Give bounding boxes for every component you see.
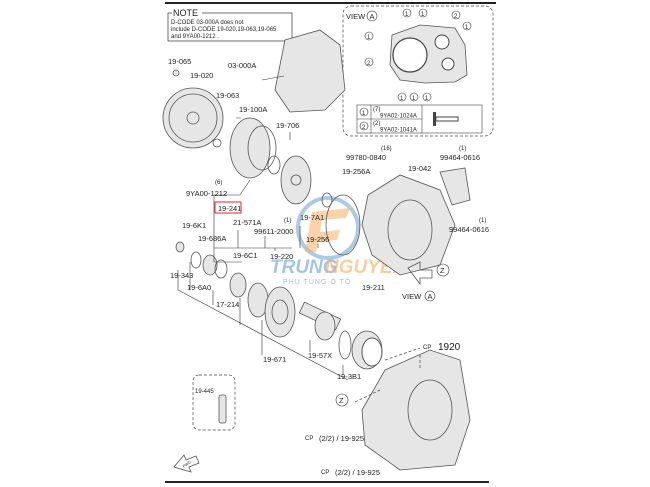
table-part: 9YA02-1024A (380, 114, 417, 120)
label-9ya00-1212: 9YA00-1212 (186, 189, 227, 198)
sealant-tube-drawing (218, 394, 227, 424)
callout: 2 (367, 61, 371, 67)
label-21-571a: 21-571A (233, 218, 261, 227)
ring-gear-drawing (264, 286, 296, 338)
label-9ya00-qty: (6) (215, 180, 222, 186)
watermark-ring (296, 196, 360, 260)
o-ring-drawing (325, 194, 361, 256)
parts-drawings (162, 29, 471, 473)
label-17-214: 17-214 (216, 300, 239, 309)
z-marker-2: Z (339, 396, 344, 405)
transaxle-case-drawing (361, 349, 471, 471)
view-a-letter: A (428, 292, 433, 301)
part-labels: 19-065 19-020 03-000A 19-063 19-100A 19-… (168, 57, 489, 477)
z-marker-1: Z (440, 266, 445, 275)
label-19-063: 19-063 (216, 91, 239, 100)
note-box: NOTE D-CODE 03-000A does not include D-C… (167, 8, 293, 42)
label-99464-0616-b: 99464-0616 (449, 225, 489, 234)
callout: 1 (405, 12, 409, 18)
view-a-label: VIEW (346, 12, 366, 21)
label-99464a-qty: (1) (459, 146, 466, 152)
label-19-6c1: 19-6C1 (233, 251, 258, 260)
view-a-bolt-table: 1 (7) 9YA02-1024A 2 (2) 9YA02-1041A (356, 104, 483, 134)
transaxle-assembly-drawing (274, 29, 346, 113)
label-19-042: 19-042 (408, 164, 431, 173)
label-19-211: 19-211 (362, 283, 385, 292)
cp-icon: CP (305, 436, 313, 442)
note-line-2: include D-CODE 19-020,19-063,19-065 (171, 27, 277, 33)
fwd-label: FWD (182, 459, 192, 468)
label-view-a: VIEW (402, 292, 422, 301)
label-19-256: 19-256 (306, 235, 329, 244)
label-19-7a1: 19-7A1 (300, 213, 324, 222)
table-qty: (7) (373, 107, 380, 113)
table-qty: (2) (373, 121, 380, 127)
table-num: 1 (362, 111, 366, 117)
flywheel-drawing (162, 87, 224, 149)
label-19-3b1: 19-3B1 (337, 372, 361, 381)
highlight-box (214, 201, 242, 214)
view-a-letter: A (370, 12, 375, 21)
label-19-686a: 19-686A (198, 234, 226, 243)
label-19-445: 19-445 (195, 389, 214, 395)
bracket-19-042-drawing (439, 167, 471, 206)
label-99611-2000: 99611-2000 (254, 227, 293, 236)
view-arrow (407, 261, 433, 286)
callout: 1 (367, 35, 371, 41)
sun-gear-drawing (229, 272, 247, 298)
callout: 1 (425, 96, 429, 102)
label-19-065: 19-065 (168, 57, 191, 66)
label-99611-qty: (1) (284, 218, 291, 224)
label-19-6k1: 19-6K1 (182, 221, 206, 230)
table-part: 9YA02-1041A (380, 128, 417, 134)
label-cp-1920[interactable]: 1920 (438, 342, 461, 353)
callout: 1 (412, 96, 416, 102)
label-19-020: 19-020 (190, 71, 213, 80)
label-19-706: 19-706 (276, 121, 299, 130)
label-cp-19-925-a[interactable]: (2/2) / 19-925 (319, 434, 364, 443)
note-line-1: D-CODE 03-000A does not (171, 20, 244, 26)
label-19-100a: 19-100A (239, 105, 267, 114)
callout: 1 (465, 25, 469, 31)
note-title: NOTE (173, 8, 198, 18)
torque-converter-drawing (229, 117, 271, 179)
label-03-000a: 03-000A (228, 61, 256, 70)
oil-pump-drawing (280, 155, 312, 205)
cp-icon: CP (423, 345, 431, 351)
label-19-57x: 19-57X (308, 351, 332, 360)
watermark-tagline: PHỤ TÙNG Ô TÔ (283, 277, 351, 286)
label-cp-19-925-b[interactable]: (2/2) / 19-925 (335, 468, 380, 477)
19-445-dashed-box (192, 374, 236, 431)
callout: 1 (421, 12, 425, 18)
label-99780-0840: 99780-0840 (346, 153, 386, 162)
label-19-220: 19-220 (270, 252, 293, 261)
table-num: 2 (362, 125, 366, 131)
note-line-3: and 9YA00-1212 . (171, 34, 219, 40)
cp-icon: CP (321, 470, 329, 476)
label-99464-0616-a: 99464-0616 (440, 153, 480, 162)
label-19-256a: 19-256A (342, 167, 370, 176)
label-19-343: 19-343 (170, 271, 193, 280)
label-99464b-qty: (1) (479, 218, 486, 224)
watermark-mark (305, 208, 350, 252)
label-99780-qty: (16) (381, 146, 392, 152)
fwd-arrow-icon (173, 454, 200, 473)
label-19-6a0: 19-6A0 (187, 283, 211, 292)
callout: 2 (454, 14, 458, 20)
callout: 1 (400, 96, 404, 102)
view-a-inset: VIEW A 1 1 1 2 1 2 1 1 1 1 (7) 9YA02-102… (342, 5, 494, 137)
watermark-brand-a: TRUNG (270, 257, 338, 278)
label-19-671: 19-671 (263, 355, 286, 364)
leader-lines (177, 75, 421, 403)
bolt-icon (433, 112, 459, 126)
label-19-241[interactable]: 19-241 (218, 204, 241, 213)
